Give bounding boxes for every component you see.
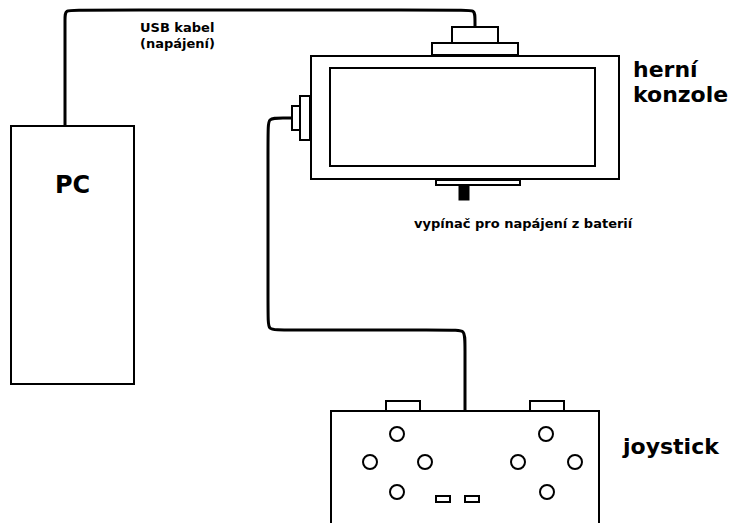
node-heading: joystick [623,434,719,459]
cable-label: USB kabel (napájení) [140,20,222,51]
usb-socket [432,43,518,55]
node-heading: herní konzole [633,57,728,108]
cable [268,118,465,410]
computer-box: PC [10,125,135,385]
usb-plug [452,27,498,43]
note-label: vypínač pro napájení z baterií [414,216,632,232]
battery-switch [459,186,469,200]
joystick-socket [300,96,310,140]
joystick-body: joystick [330,410,600,523]
joystick-buttons [363,427,582,502]
game-console: herní konzole [310,55,620,180]
node-label: PC [16,172,129,200]
switch-base [436,180,520,185]
joystick-plug [292,106,300,130]
console-screen [330,68,595,166]
